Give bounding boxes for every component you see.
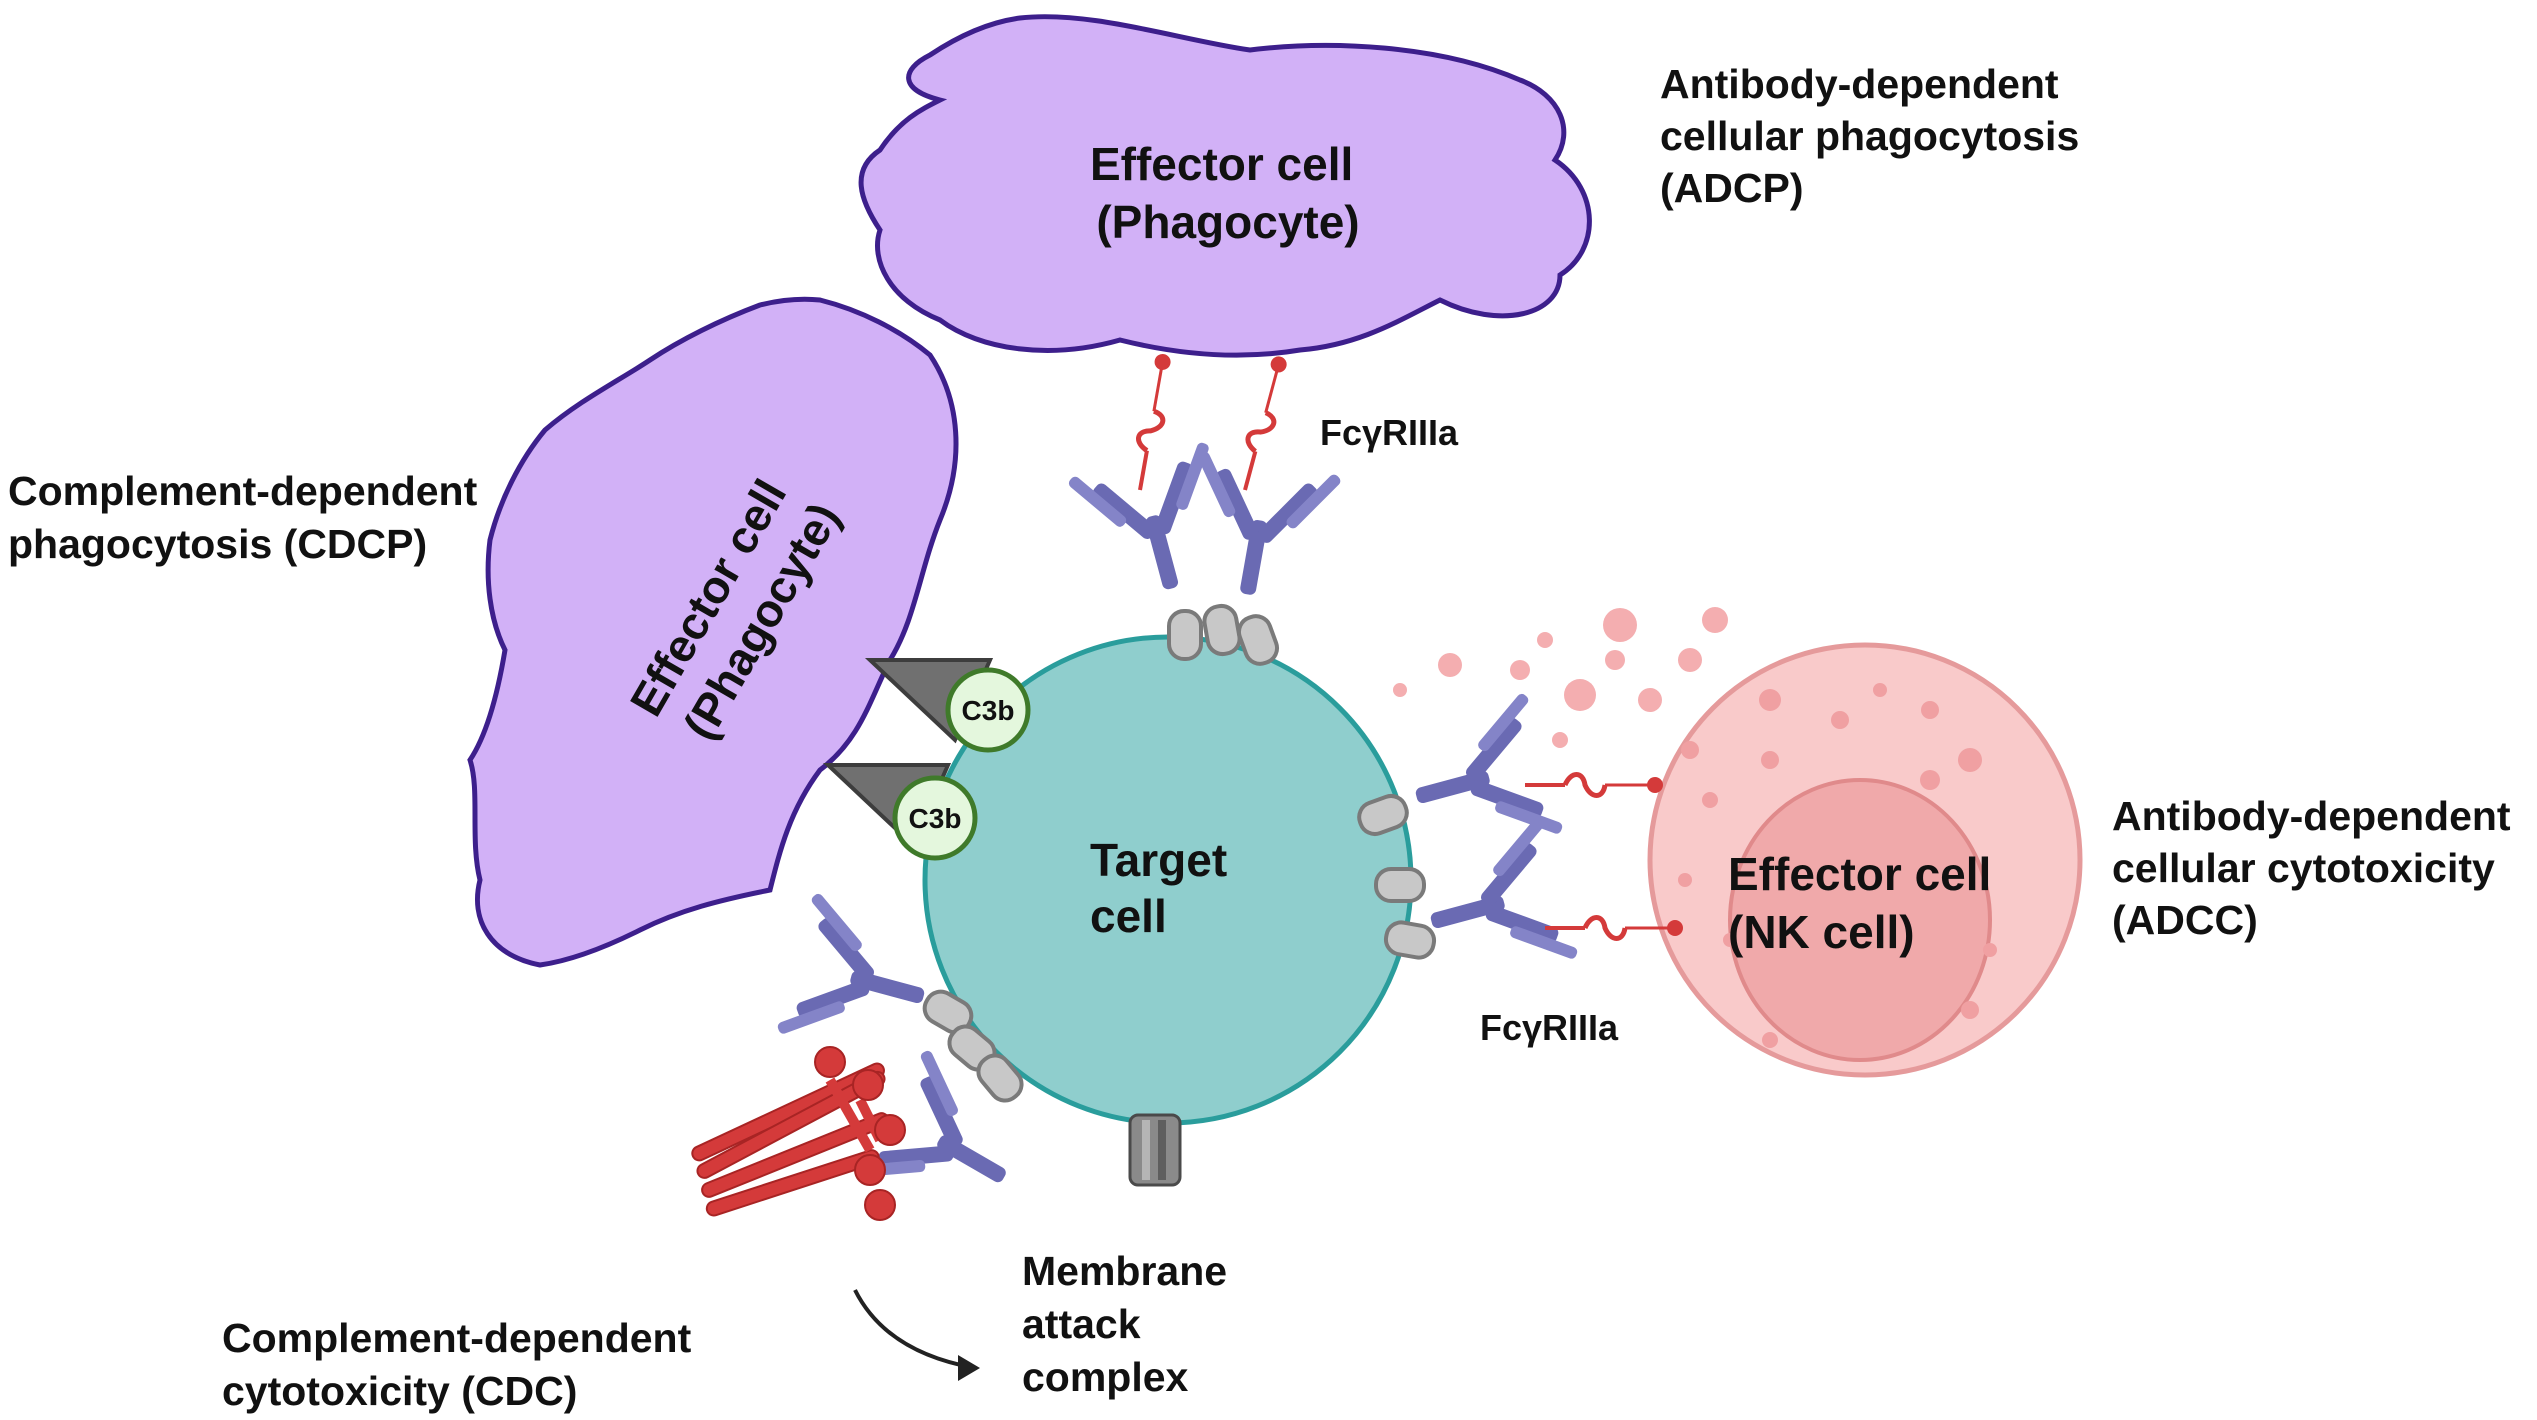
- nk-nucleus: [1728, 778, 1992, 1062]
- c3b-label: C3b: [909, 803, 962, 834]
- adcp-label: Antibody-dependent cellular phagocytosis…: [1660, 61, 2091, 211]
- phagocyte-top-label: Effector cell (Phagocyte): [1090, 138, 1366, 248]
- antibody: [1065, 438, 1244, 608]
- mac-arrow: [853, 1289, 976, 1370]
- nk-granules: [1678, 683, 1997, 1048]
- c3b-circle: [892, 775, 978, 861]
- c3b-label: C3b: [962, 695, 1015, 726]
- fc-receptor: [1525, 775, 1663, 796]
- antibody: [1397, 690, 1567, 869]
- adcc-label: Antibody-dependent cellular cytotoxicity…: [2112, 793, 2522, 943]
- antibody: [773, 890, 943, 1069]
- cdcp-label: Complement-dependent phagocytosis (CDCP): [8, 468, 489, 567]
- phagocyte-left-cell: [467, 296, 959, 968]
- fc-receptor-label-right: FcγRIIIa: [1480, 1007, 1619, 1048]
- nk-cell-label: Effector cell (NK cell): [1728, 848, 2004, 958]
- fc-receptor: [1130, 352, 1175, 492]
- cytotoxic-granules: [1393, 607, 1728, 748]
- phagocyte-top-cell: [858, 14, 1592, 358]
- complement-c1q: [691, 1046, 906, 1221]
- mac-arrow-head: [958, 1355, 980, 1381]
- target-cell-label: Target cell: [1090, 834, 1240, 942]
- c3b-circle: [945, 667, 1031, 753]
- cdc-label: Complement-dependent cytotoxicity (CDC): [222, 1315, 703, 1414]
- fc-receptor-label-top: FcγRIIIa: [1320, 412, 1459, 453]
- mac-label: Membrane attack complex: [1022, 1248, 1238, 1400]
- membrane-attack-complex-pore: [1128, 1113, 1182, 1187]
- fc-receptor: [1235, 354, 1291, 493]
- antibody: [1412, 815, 1582, 994]
